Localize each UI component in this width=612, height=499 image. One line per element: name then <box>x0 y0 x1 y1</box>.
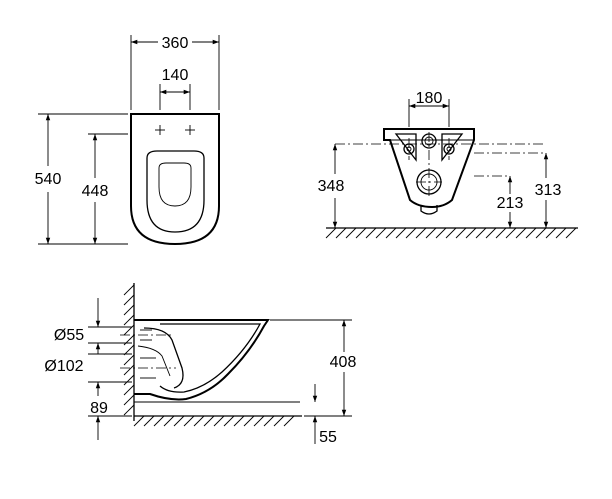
rear-left-pocket <box>394 133 417 162</box>
wall-hatch <box>123 284 135 416</box>
dim-rear-213: 213 <box>497 195 524 212</box>
dim-rim-408: 408 <box>330 354 357 371</box>
dim-outlet-floor-89: 89 <box>90 400 108 417</box>
rear-floor-hatch <box>325 227 577 239</box>
dim-rear-bolt-180: 180 <box>416 90 443 107</box>
dim-height-540: 540 <box>35 171 62 188</box>
front-seat-inner <box>158 162 192 207</box>
bolt-hole-icon <box>155 125 195 135</box>
dim-bolt-spacing-140: 140 <box>162 67 189 84</box>
side-floor-hatch <box>133 415 295 427</box>
dim-rear-348: 348 <box>318 178 345 195</box>
front-bowl-outline <box>130 113 220 246</box>
dim-floor-gap-55: 55 <box>319 429 337 446</box>
rear-right-pocket <box>441 133 464 162</box>
dim-seat-448: 448 <box>82 183 109 200</box>
rear-body-outline <box>383 128 475 209</box>
front-seat-opening <box>146 150 205 233</box>
side-view: Ø55 Ø102 89 408 55 <box>44 283 356 446</box>
dim-inlet-55: Ø55 <box>54 327 84 344</box>
side-bowl-outline <box>134 319 270 401</box>
dim-rear-313: 313 <box>535 182 562 199</box>
front-view: 360 140 540 448 <box>35 35 220 246</box>
dim-outlet-102: Ø102 <box>44 358 83 375</box>
side-trapway <box>143 327 184 389</box>
side-bowl-inner <box>159 323 262 393</box>
rear-view: 180 348 313 213 <box>318 90 578 239</box>
dim-width-360: 360 <box>162 35 189 52</box>
rear-outlet-spigot <box>420 205 438 215</box>
